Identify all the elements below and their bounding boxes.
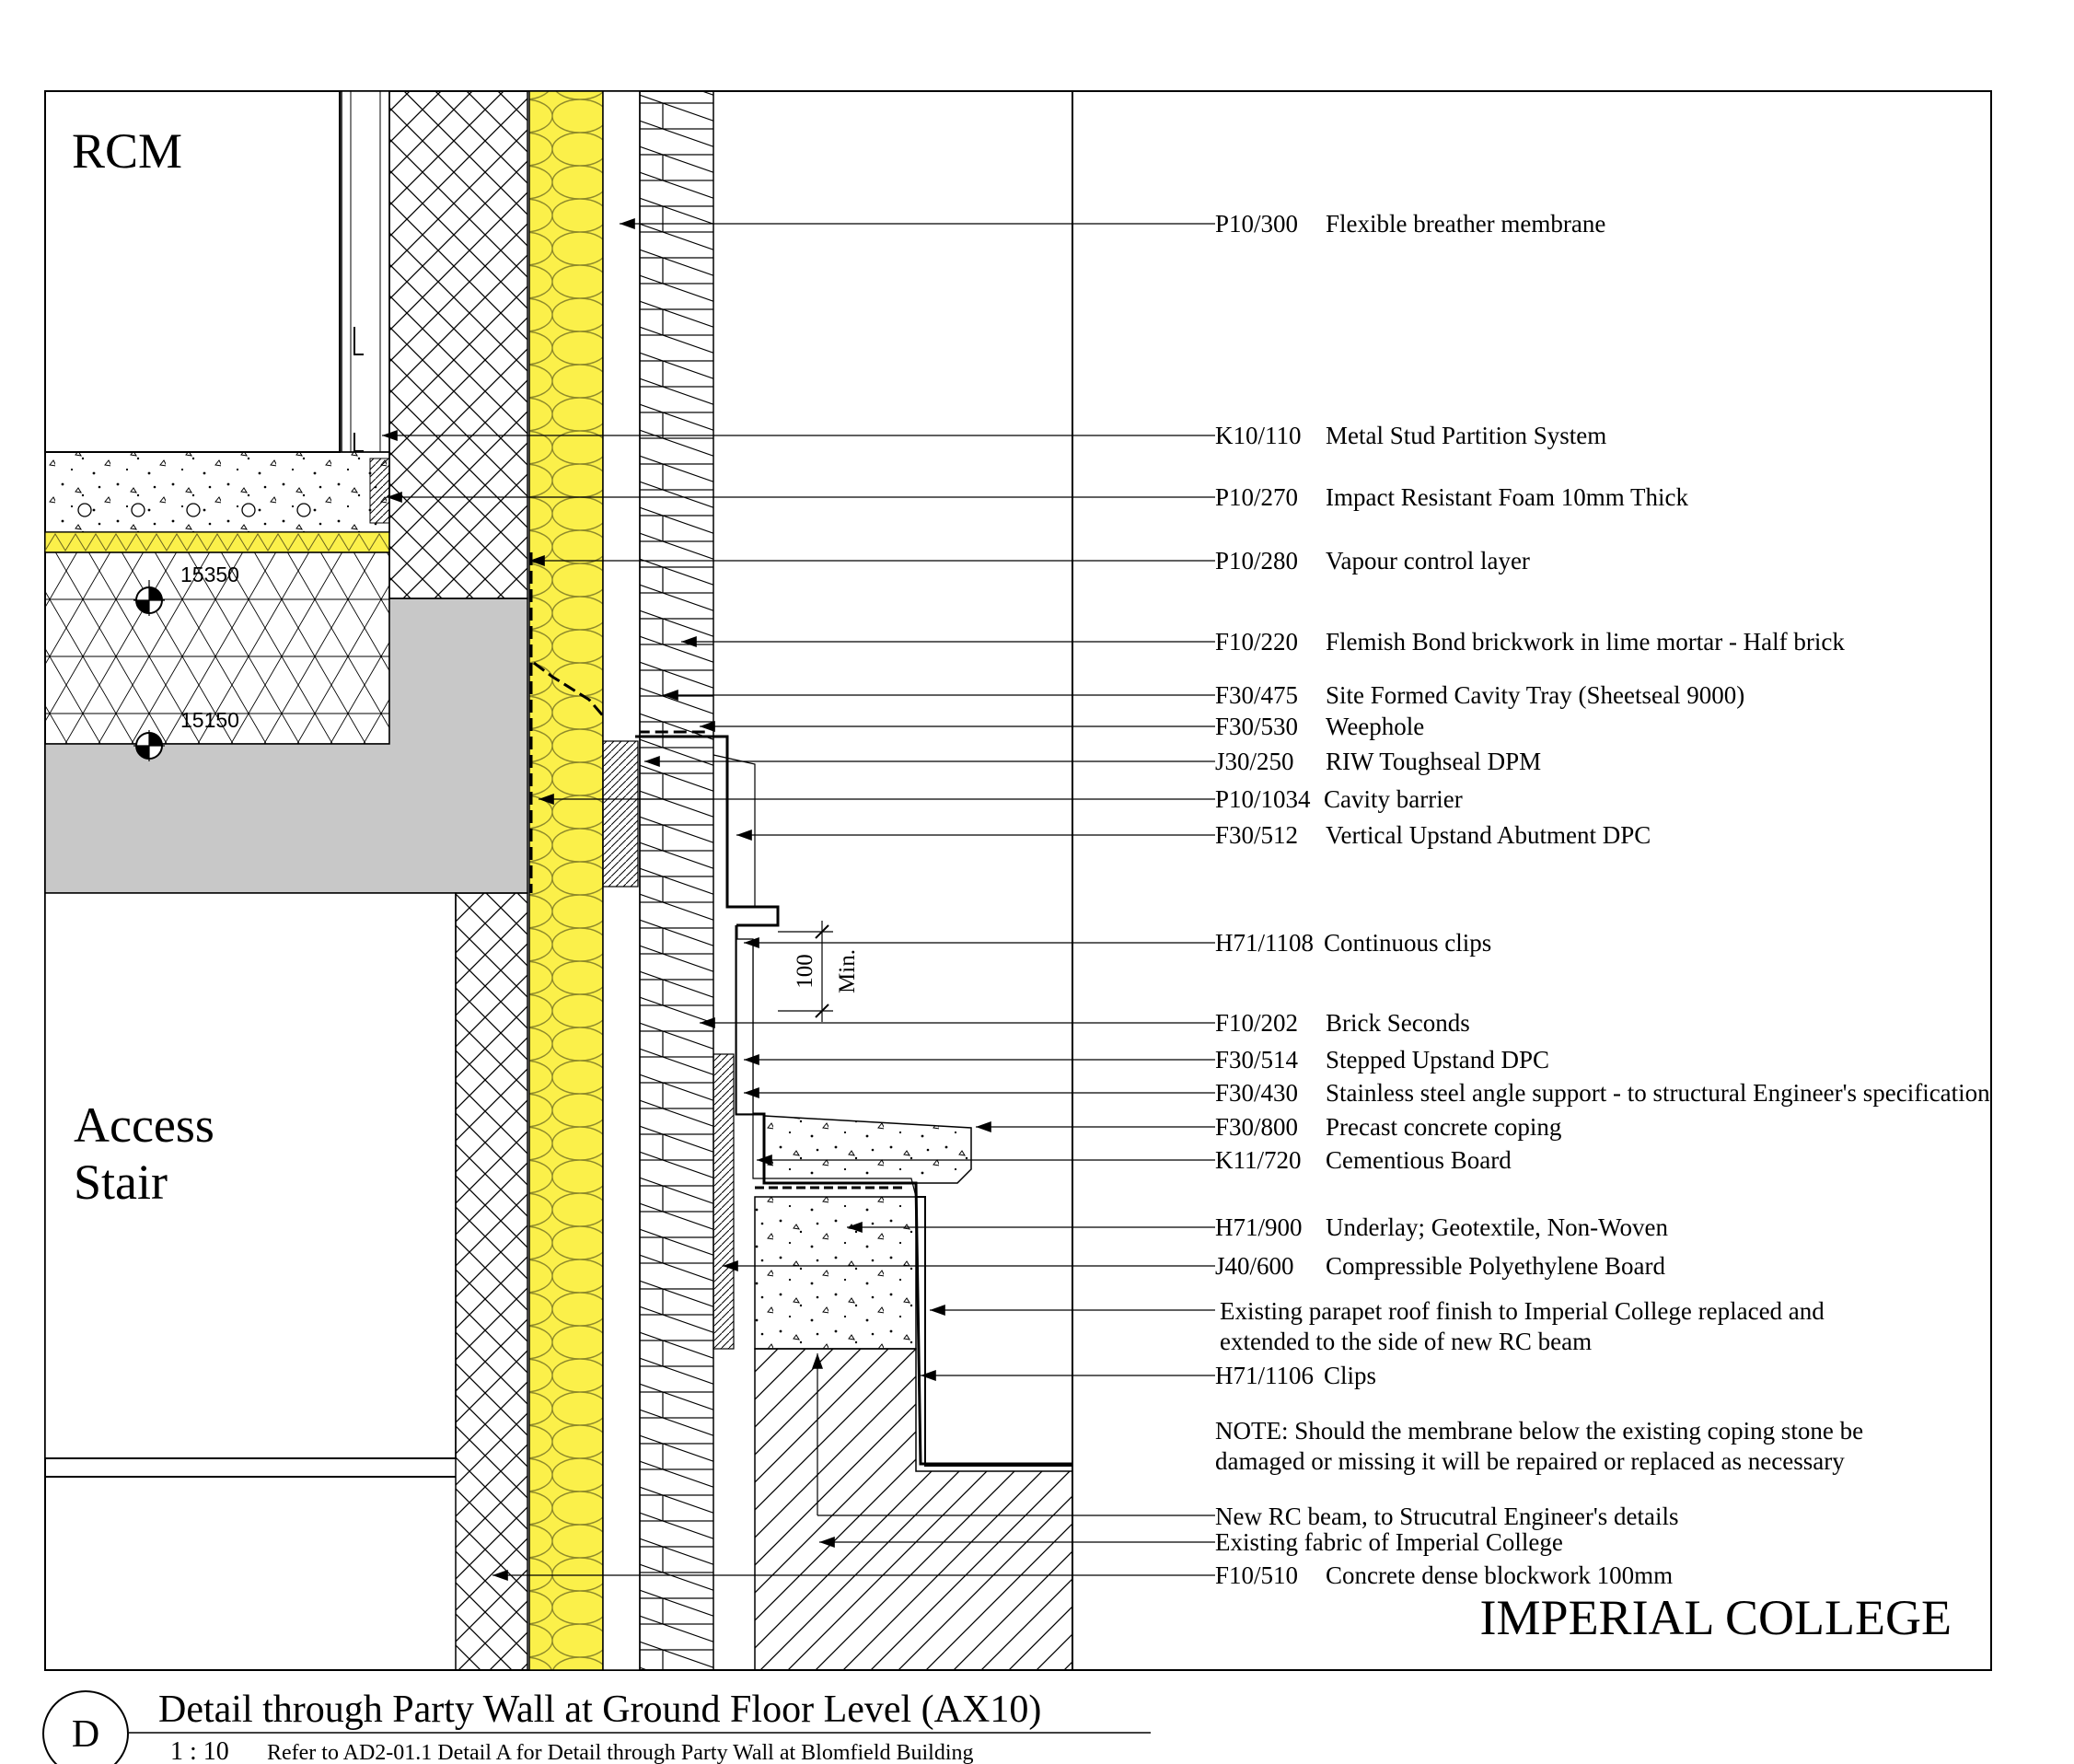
rcm-room bbox=[44, 90, 341, 453]
level-marker-lower bbox=[133, 730, 165, 761]
cavity-barrier bbox=[602, 740, 639, 888]
access-label-2: Stair bbox=[74, 1155, 168, 1210]
leader-lines bbox=[382, 218, 1215, 1581]
label-text: Vapour control layer bbox=[1326, 547, 1530, 574]
label-text: Cementious Board bbox=[1326, 1146, 1512, 1174]
drawing-scale: 1 : 10 bbox=[170, 1737, 229, 1764]
label-text: Stepped Upstand DPC bbox=[1326, 1046, 1549, 1073]
label-code: F30/514 bbox=[1215, 1046, 1299, 1073]
label-code: K11/720 bbox=[1215, 1146, 1302, 1174]
title-ref-circle bbox=[42, 1690, 129, 1764]
existing-fabric bbox=[754, 1348, 1073, 1671]
level-marker-upper bbox=[133, 580, 165, 616]
label-code: F10/220 bbox=[1215, 628, 1298, 656]
label-code: F30/530 bbox=[1215, 713, 1298, 740]
brick-seconds bbox=[736, 938, 754, 1115]
rc-beam-note: New RC beam, to Strucutral Engineer's de… bbox=[1215, 1503, 1679, 1530]
label-code: F30/512 bbox=[1215, 821, 1298, 849]
title-ref: D bbox=[72, 1713, 99, 1756]
label-text: Clips bbox=[1324, 1362, 1376, 1389]
parapet-note-line-1: Existing parapet roof finish to Imperial… bbox=[1220, 1297, 1825, 1325]
screed-pipes bbox=[77, 503, 311, 517]
upper-screed bbox=[44, 451, 390, 533]
blockwork-lower bbox=[455, 892, 528, 1671]
metal-stud-partition bbox=[341, 90, 390, 453]
label-text: Continuous clips bbox=[1324, 929, 1491, 957]
access-stair-room bbox=[44, 892, 457, 1459]
note-line-1: NOTE: Should the membrane below the exis… bbox=[1215, 1417, 1863, 1445]
dpc-upstand bbox=[635, 735, 780, 927]
dimension-100 bbox=[778, 921, 833, 1022]
access-label-1: Access bbox=[74, 1097, 214, 1153]
label-code: H71/1106 bbox=[1215, 1362, 1314, 1389]
level-lower-label: 15150 bbox=[180, 708, 239, 732]
label-code: J30/250 bbox=[1215, 748, 1294, 775]
existing-parapet bbox=[754, 1196, 917, 1350]
label-code: J40/600 bbox=[1215, 1252, 1294, 1280]
brickwork bbox=[639, 90, 714, 1671]
label-code: F30/800 bbox=[1215, 1113, 1298, 1141]
label-code: P10/1034 bbox=[1215, 785, 1311, 813]
label-text: Brick Seconds bbox=[1326, 1009, 1470, 1037]
label-code: K10/110 bbox=[1215, 422, 1302, 449]
label-code: P10/280 bbox=[1215, 547, 1298, 574]
note-line-2: damaged or missing it will be repaired o… bbox=[1215, 1447, 1845, 1475]
label-text: Cavity barrier bbox=[1324, 785, 1463, 813]
parapet-note-line-2: extended to the side of new RC beam bbox=[1220, 1328, 1592, 1355]
label-code: F10/202 bbox=[1215, 1009, 1298, 1037]
label-text: Impact Resistant Foam 10mm Thick bbox=[1326, 483, 1688, 511]
label-text: Underlay; Geotextile, Non-Woven bbox=[1326, 1213, 1668, 1241]
drawing-subtitle: Refer to AD2-01.1 Detail A for Detail th… bbox=[267, 1741, 974, 1764]
label-code: F10/510 bbox=[1215, 1561, 1298, 1589]
annotation-labels: P10/300 Flexible breather membraneK10/110… bbox=[1215, 210, 1990, 1589]
rcm-label: RCM bbox=[72, 123, 182, 179]
label-code: P10/300 bbox=[1215, 210, 1298, 238]
dimension-note: Min. bbox=[835, 949, 860, 993]
angle-support-board bbox=[713, 1053, 735, 1350]
building-name: IMPERIAL COLLEGE bbox=[1480, 1590, 1952, 1645]
label-code: P10/270 bbox=[1215, 483, 1298, 511]
label-text: Stainless steel angle support - to struc… bbox=[1326, 1079, 1990, 1107]
label-text: Weephole bbox=[1326, 713, 1424, 740]
label-text: Flemish Bond brickwork in lime mortar - … bbox=[1326, 628, 1845, 656]
dimension-value: 100 bbox=[793, 954, 817, 989]
label-text: Metal Stud Partition System bbox=[1326, 422, 1606, 449]
drawing-title: Detail through Party Wall at Ground Floo… bbox=[158, 1689, 1041, 1731]
floor-insulation-pattern bbox=[44, 533, 390, 551]
parapet-finish-flashing bbox=[916, 1196, 1072, 1467]
label-text: RIW Toughseal DPM bbox=[1326, 748, 1541, 775]
label-code: F30/430 bbox=[1215, 1079, 1298, 1107]
precast-coping bbox=[763, 1115, 972, 1184]
cavity-insulation bbox=[528, 90, 604, 1671]
label-text: Site Formed Cavity Tray (Sheetseal 9000) bbox=[1326, 681, 1744, 709]
foam-strip bbox=[369, 458, 390, 524]
label-code: H71/900 bbox=[1215, 1213, 1303, 1241]
label-text: Concrete dense blockwork 100mm bbox=[1326, 1561, 1673, 1589]
label-text: Precast concrete coping bbox=[1326, 1113, 1561, 1141]
label-text: Flexible breather membrane bbox=[1326, 210, 1605, 238]
fabric-note: Existing fabric of Imperial College bbox=[1215, 1528, 1563, 1556]
label-code: H71/1108 bbox=[1215, 929, 1314, 957]
label-text: Vertical Upstand Abutment DPC bbox=[1326, 821, 1651, 849]
label-code: F30/475 bbox=[1215, 681, 1298, 709]
level-upper-label: 15350 bbox=[180, 563, 239, 586]
blockwork-upper bbox=[388, 90, 528, 599]
dpc-upstand-inner bbox=[713, 754, 756, 907]
label-text: Compressible Polyethylene Board bbox=[1326, 1252, 1665, 1280]
